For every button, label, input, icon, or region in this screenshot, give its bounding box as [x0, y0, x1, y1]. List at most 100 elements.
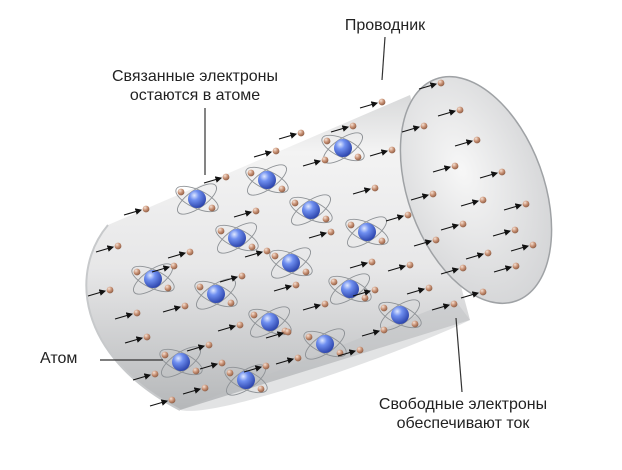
free-electron — [511, 226, 519, 234]
free-electron — [106, 286, 114, 294]
bound-electron — [271, 252, 279, 260]
drift-arrow — [243, 365, 263, 373]
cylinder-end-face — [399, 75, 553, 305]
nucleus — [188, 190, 206, 208]
free-electron — [297, 129, 305, 137]
bound-electron — [411, 320, 419, 328]
nucleus — [228, 229, 246, 247]
drift-arrow — [369, 149, 389, 157]
drift-arrow — [149, 399, 169, 407]
atom — [289, 194, 333, 226]
bound-electrons-label-line2: остаются в атоме — [129, 87, 261, 104]
bound-electron — [177, 188, 185, 196]
free-electron — [522, 200, 530, 208]
bound-electron — [257, 385, 265, 393]
drift-arrow — [410, 193, 430, 201]
free-electron — [238, 272, 246, 280]
free-electron — [432, 236, 440, 244]
free-electron — [388, 146, 396, 154]
free-electron — [114, 242, 122, 250]
free-electron — [236, 321, 244, 329]
free-electron — [459, 220, 467, 228]
orbit — [271, 247, 311, 279]
free-electron — [292, 281, 300, 289]
free-electron — [484, 249, 492, 257]
bound-electron — [322, 215, 330, 223]
bound-electron — [208, 204, 216, 212]
bound-electron — [196, 283, 204, 291]
drift-arrow — [308, 231, 328, 239]
nucleus — [302, 201, 320, 219]
atom — [321, 132, 365, 164]
atom — [303, 328, 347, 360]
atom — [175, 183, 219, 215]
free-electron — [327, 228, 335, 236]
drift-arrow — [437, 109, 457, 117]
orbit — [177, 183, 217, 215]
drift-arrow — [349, 261, 369, 269]
drift-arrow — [413, 239, 433, 247]
nucleus — [334, 139, 352, 157]
nucleus — [237, 371, 255, 389]
free-electron — [284, 328, 292, 336]
free-electron — [479, 288, 487, 296]
drift-arrow — [460, 199, 480, 207]
bound-electrons-label-line1: Связанные электроны — [112, 68, 278, 85]
atoms-layer — [131, 132, 422, 396]
drift-arrow — [337, 349, 357, 357]
bound-electron — [361, 294, 369, 302]
nucleus — [358, 223, 376, 241]
atom — [269, 247, 313, 279]
free-electron — [368, 258, 376, 266]
atom-label: Атом — [40, 350, 78, 367]
bound-electron — [354, 153, 362, 161]
drift-arrow — [162, 305, 182, 313]
atom — [245, 164, 289, 196]
drift-arrow — [359, 101, 379, 109]
bound-electron — [291, 199, 299, 207]
drift-arrow — [406, 287, 426, 295]
free-electrons-leader-line — [455, 317, 463, 393]
free-electron — [349, 122, 357, 130]
free-electron — [451, 162, 459, 170]
nucleus — [207, 285, 225, 303]
drift-arrow — [244, 250, 264, 258]
free-electron — [406, 261, 414, 269]
drift-arrow — [203, 176, 223, 184]
orbit — [330, 273, 370, 305]
drift-arrow — [87, 289, 107, 297]
free-electrons-label: Свободные электроны обеспечивают ток — [348, 395, 578, 433]
free-electrons-label-line2: обеспечивают ток — [396, 415, 530, 432]
drift-arrow — [479, 171, 499, 179]
drift-arrow — [132, 373, 152, 381]
free-electron — [378, 98, 386, 106]
drift-arrow — [503, 203, 523, 211]
free-electron — [456, 106, 464, 114]
drift-arrow — [217, 324, 237, 332]
drift-arrow — [186, 344, 206, 352]
drift-arrow — [431, 303, 451, 311]
free-electron — [201, 384, 209, 392]
atom — [345, 216, 389, 248]
free-electron — [222, 173, 230, 181]
free-electron — [252, 207, 260, 215]
drift-arrow — [114, 312, 134, 320]
drift-arrow — [510, 244, 530, 252]
drift-arrow — [330, 125, 350, 133]
drift-arrow — [302, 159, 322, 167]
bound-electron — [278, 185, 286, 193]
free-electron — [170, 262, 178, 270]
bound-electron — [133, 268, 141, 276]
bound-electron — [250, 311, 258, 319]
drift-arrow — [302, 303, 322, 311]
free-electron — [218, 359, 226, 367]
orbit — [250, 306, 290, 338]
free-electron — [512, 262, 520, 270]
bound-electron — [380, 304, 388, 312]
drift-arrow — [123, 208, 143, 216]
free-electron — [450, 300, 458, 308]
atom — [194, 278, 238, 310]
nucleus — [172, 353, 190, 371]
bound-electrons-label: Связанные электроны остаются в атоме — [80, 67, 310, 105]
drift-arrow — [352, 187, 372, 195]
